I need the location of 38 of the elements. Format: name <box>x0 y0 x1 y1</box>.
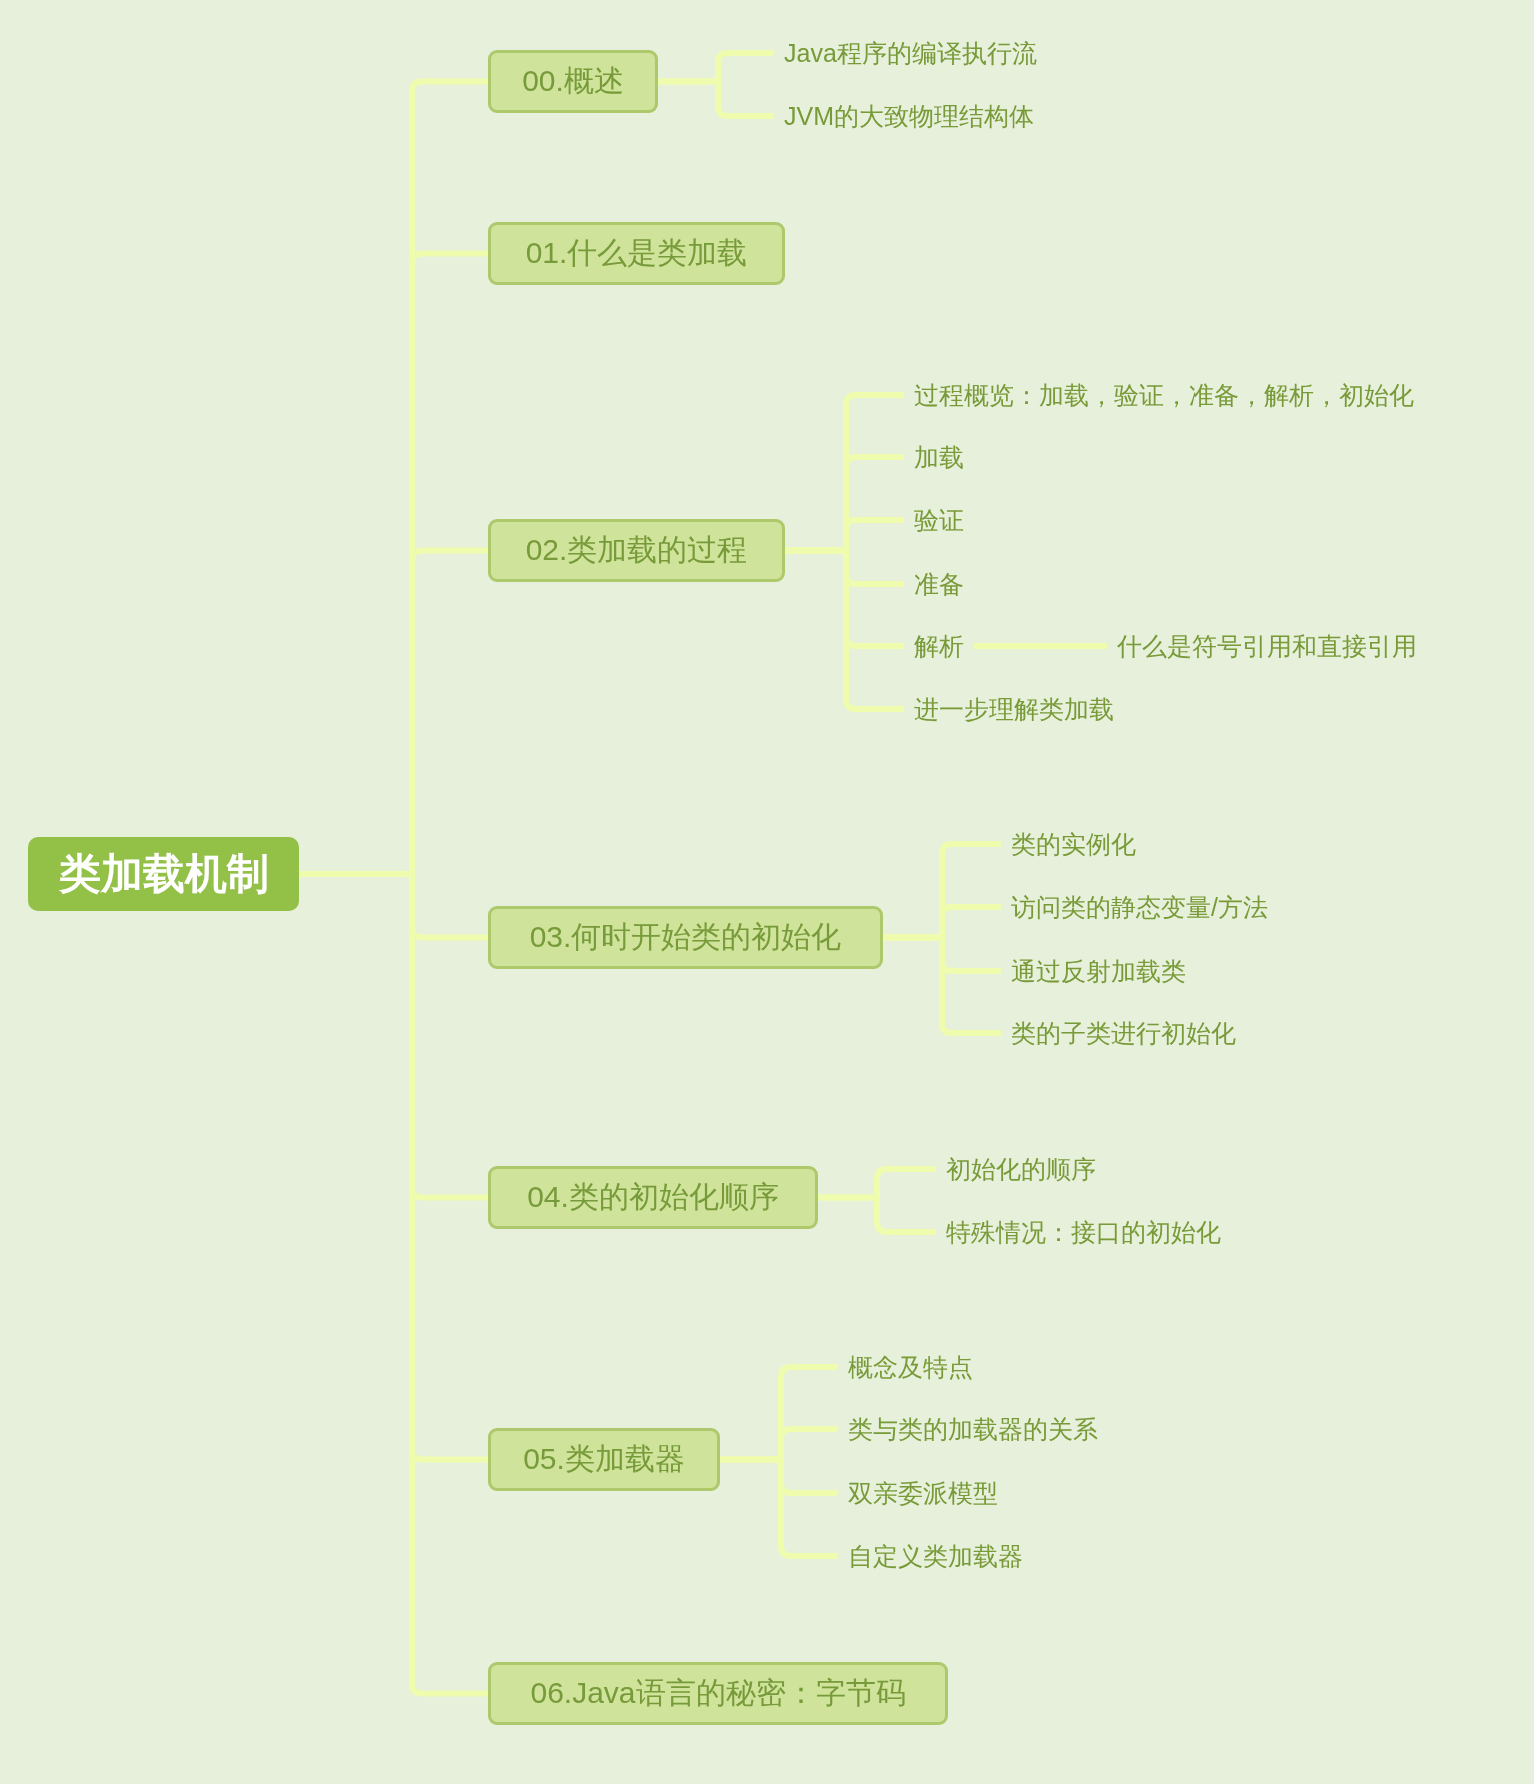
topic-label: 04.类的初始化顺序 <box>527 1179 779 1215</box>
subtopic-label: 准备 <box>904 568 974 600</box>
topic-box <box>488 1166 818 1229</box>
subtopic-label: 初始化的顺序 <box>936 1153 1106 1185</box>
subtopic-label: 验证 <box>904 504 974 536</box>
subtopic-label: 概念及特点 <box>838 1351 983 1383</box>
subtopic-label: 加载 <box>904 441 974 473</box>
subtopic-label: 类的实例化 <box>1001 828 1146 860</box>
topic-label: 06.Java语言的秘密：字节码 <box>530 1675 906 1711</box>
subtopic-label: 类与类的加载器的关系 <box>838 1413 1108 1445</box>
topic-box <box>488 1428 720 1491</box>
subtopic-label: 双亲委派模型 <box>838 1477 1008 1509</box>
topic-label: 01.什么是类加载 <box>525 235 748 271</box>
topic-box <box>488 50 658 113</box>
subtopic-label: 自定义类加载器 <box>838 1540 1033 1572</box>
topic-box <box>488 519 785 582</box>
subtopic-label: 特殊情况：接口的初始化 <box>936 1216 1231 1248</box>
subtopic-label: 类的子类进行初始化 <box>1001 1017 1246 1049</box>
connector-line <box>658 78 774 119</box>
topic-label: 05.类加载器 <box>523 1441 685 1477</box>
subtopic-label: 过程概览：加载，验证，准备，解析，初始化 <box>904 379 1424 411</box>
connector-line <box>974 643 1107 649</box>
topic-box <box>488 906 883 969</box>
subtopic-label: 访问类的静态变量/方法 <box>1001 891 1278 923</box>
root-topic-label: 类加载机制 <box>58 849 269 899</box>
topic-box <box>488 1662 948 1725</box>
root-topic-box <box>28 837 299 911</box>
subtopic-label: 通过反射加载类 <box>1001 955 1196 987</box>
topic-box <box>488 222 785 285</box>
topic-label: 00.概述 <box>522 63 624 99</box>
topic-label: 03.何时开始类的初始化 <box>529 919 842 955</box>
subtopic-label: 解析 <box>904 630 974 662</box>
subtopic-label: Java程序的编译执行流 <box>774 37 1047 69</box>
topic-label: 02.类加载的过程 <box>525 532 748 568</box>
subtopic-label: JVM的大致物理结构体 <box>774 100 1044 132</box>
subtopic-label: 进一步理解类加载 <box>904 693 1124 725</box>
subtopic-label: 什么是符号引用和直接引用 <box>1107 630 1427 662</box>
connector-line <box>818 1194 936 1235</box>
